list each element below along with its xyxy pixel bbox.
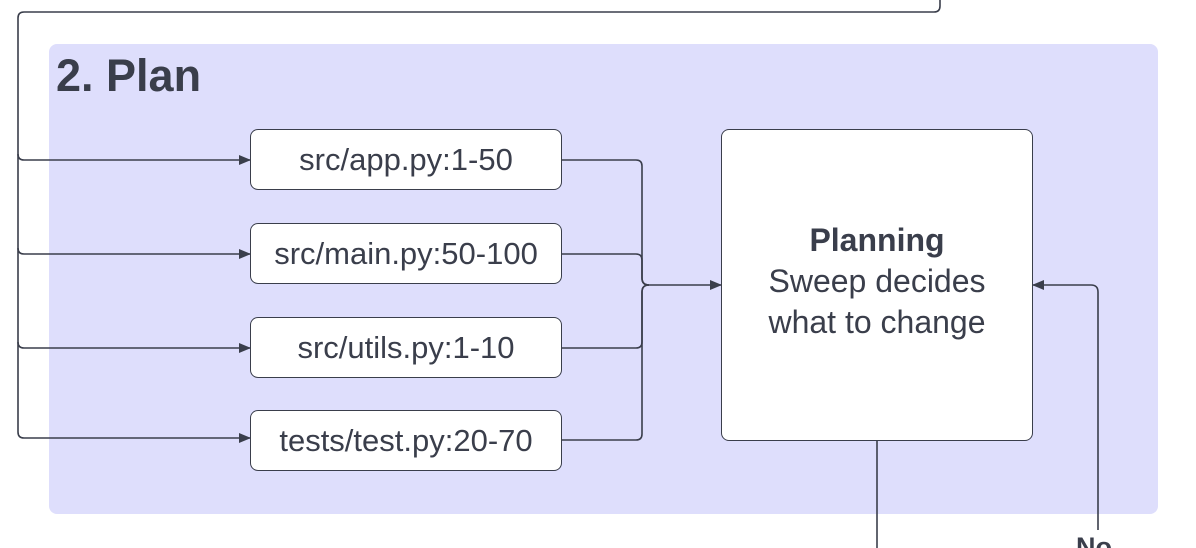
- file-node-2[interactable]: src/main.py:50-100: [250, 223, 562, 284]
- connector-file-2-merge: [562, 253, 650, 286]
- planning-node[interactable]: Planning Sweep decides what to change: [721, 129, 1033, 441]
- connector-to-file-2: [17, 247, 251, 259]
- connector-no-loop: [1032, 280, 1099, 530]
- connector-file-3-merge: [562, 284, 650, 349]
- file-node-1[interactable]: src/app.py:1-50: [250, 129, 562, 190]
- connector-file-1-merge: [562, 159, 650, 286]
- connector-file-4-merge: [562, 284, 650, 441]
- stage-title: 2. Plan: [56, 50, 202, 101]
- incoming-connector-top: [17, 0, 941, 439]
- planning-description: Sweep decides what to change: [768, 262, 986, 340]
- planning-title: Planning: [809, 221, 945, 258]
- file-node-4[interactable]: tests/test.py:20-70: [250, 410, 562, 471]
- edge-label-no: No: [1076, 532, 1112, 548]
- file-node-3[interactable]: src/utils.py:1-10: [250, 317, 562, 378]
- connector-to-file-3: [17, 341, 251, 353]
- connector-to-file-1: [17, 153, 251, 165]
